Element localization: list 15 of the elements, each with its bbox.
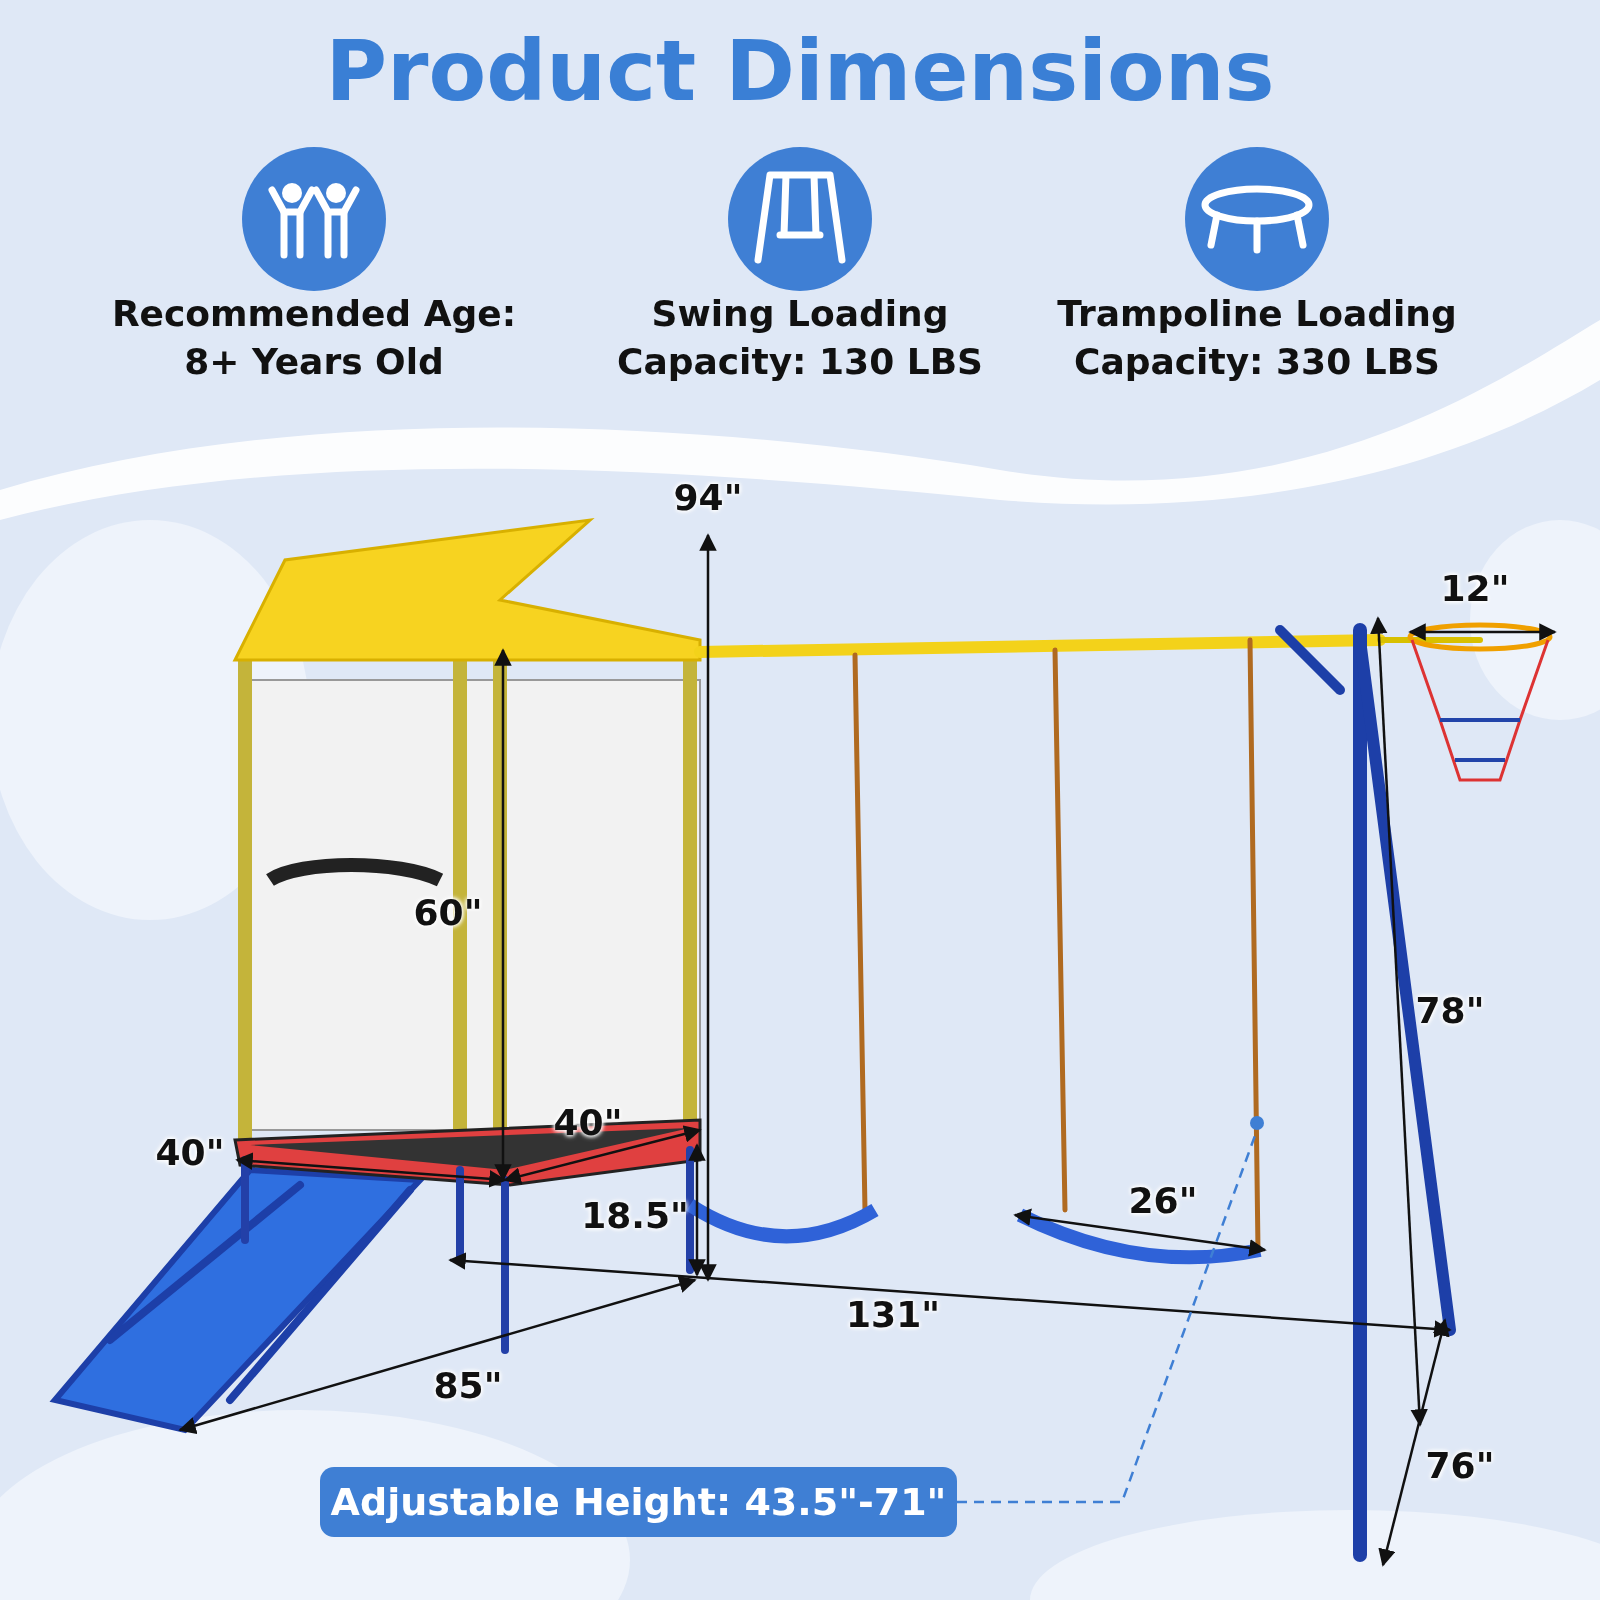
feature-caption: Swing Loading Capacity: 130 LBS: [615, 292, 984, 384]
info-banner: Adjustable Height: 43.5"-71": [320, 1467, 957, 1537]
dimension-label: 26": [1128, 1179, 1198, 1221]
dimension-label: 78": [1415, 989, 1485, 1031]
dimension-label: 131": [846, 1293, 940, 1335]
title: Product Dimensions: [325, 22, 1275, 120]
dimension-label: 18.5": [581, 1194, 689, 1236]
dimension-label: 76": [1425, 1444, 1495, 1486]
dimension-label: 94": [673, 476, 743, 518]
dimension-label: 85": [433, 1364, 503, 1406]
feature-caption: Recommended Age: 8+ Years Old: [110, 292, 518, 384]
marker-dot: [1250, 1116, 1264, 1130]
feature-caption: Trampoline Loading Capacity: 330 LBS: [1056, 292, 1458, 384]
dimension-label: 40": [155, 1131, 225, 1173]
dimension-label: 12": [1440, 567, 1510, 609]
